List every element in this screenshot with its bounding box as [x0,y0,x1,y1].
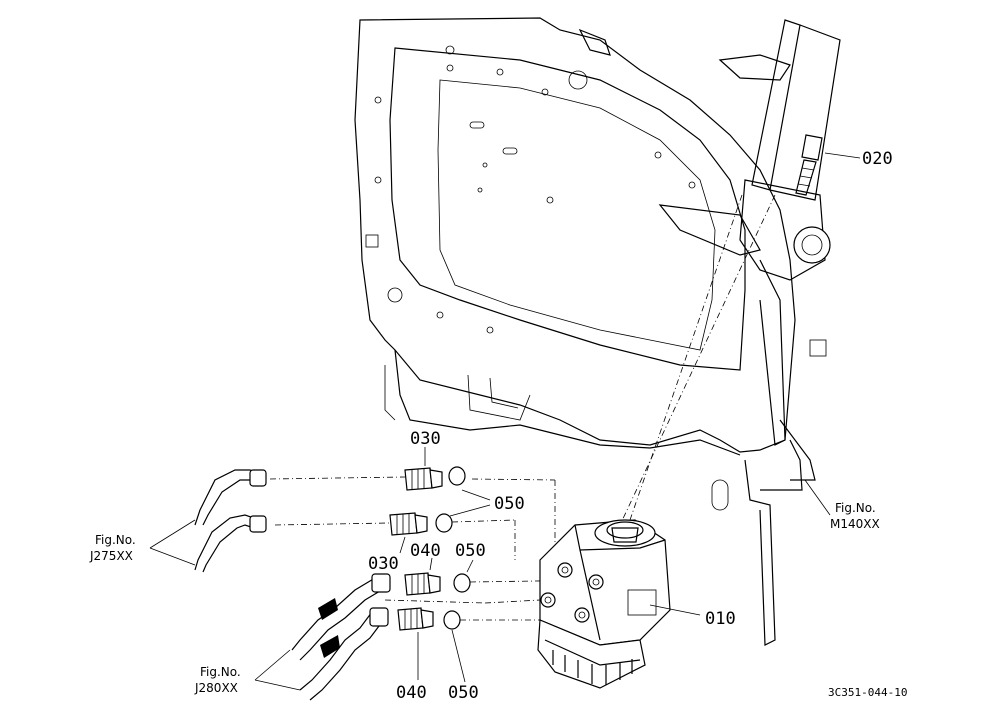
leader-lines [149,447,831,691]
label-010: 010 [705,609,736,629]
label-050-lower: 050 [448,683,479,703]
ref-m140-line2: M140XX [830,517,880,531]
fitting-040-upper [404,572,441,596]
label-040-upper: 040 [410,541,441,561]
label-050-upper: 050 [494,494,525,514]
fitting-030-lower [389,512,428,536]
ref-j280-line2: J280XX [194,681,238,695]
label-020: 020 [862,149,893,169]
ref-j275-line2: J275XX [89,549,133,563]
center-lines [269,194,776,621]
ref-j275-line1: Fig.No. [95,533,136,547]
o-rings-050 [435,466,471,630]
drawing-code: 3C351-044-10 [828,686,907,699]
steering-unit-010 [537,519,701,689]
hose-pipes [194,469,391,701]
steering-column [578,19,841,646]
ref-j280-line1: Fig.No. [200,665,241,679]
label-050-middle: 050 [455,541,486,561]
label-030-lower: 030 [368,554,399,574]
fitting-030-upper [404,467,443,491]
bolt-020 [795,134,861,196]
dashboard-frame [354,17,827,511]
fitting-040-lower [397,607,434,631]
label-040-lower: 040 [396,683,427,703]
ref-m140-line1: Fig.No. [835,501,876,515]
label-030-upper: 030 [410,429,441,449]
